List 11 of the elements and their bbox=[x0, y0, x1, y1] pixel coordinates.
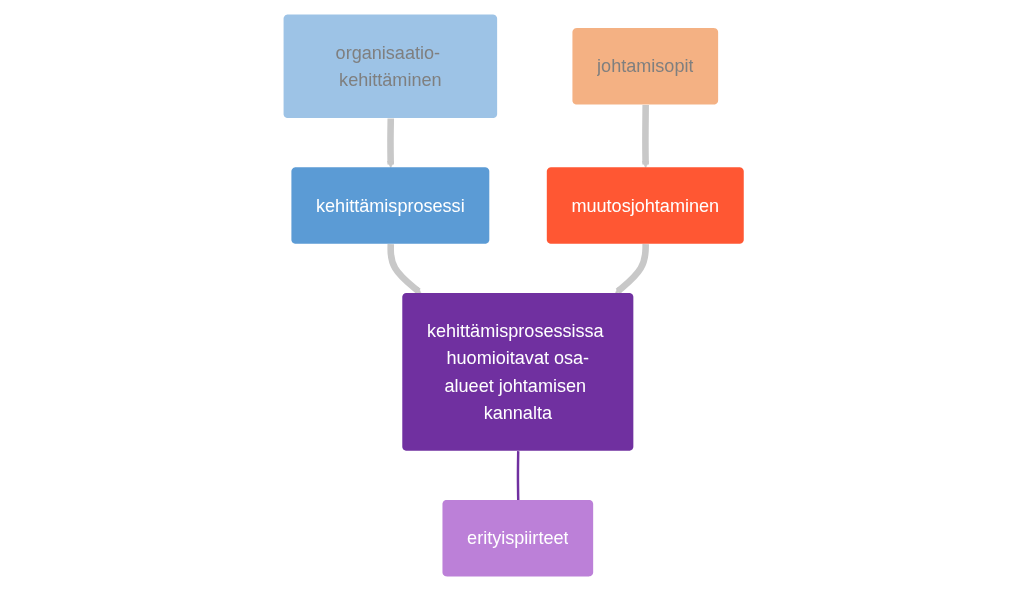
node-box: johtamisopit bbox=[572, 28, 719, 105]
arrow bbox=[387, 118, 395, 169]
arrow bbox=[615, 244, 650, 294]
arrow bbox=[642, 104, 650, 169]
arrow bbox=[387, 244, 422, 294]
node-box: kehittämisprosessi bbox=[291, 167, 490, 244]
connector bbox=[517, 451, 520, 501]
node-box: muutosjohtaminen bbox=[547, 167, 745, 244]
node-box: organisaatio- kehittäminen bbox=[283, 14, 498, 119]
node-box: erityispiirteet bbox=[442, 500, 594, 577]
node-box: kehittämisprosessissa huomioitavat osa-alueet johtamisen kannalta bbox=[402, 293, 634, 451]
